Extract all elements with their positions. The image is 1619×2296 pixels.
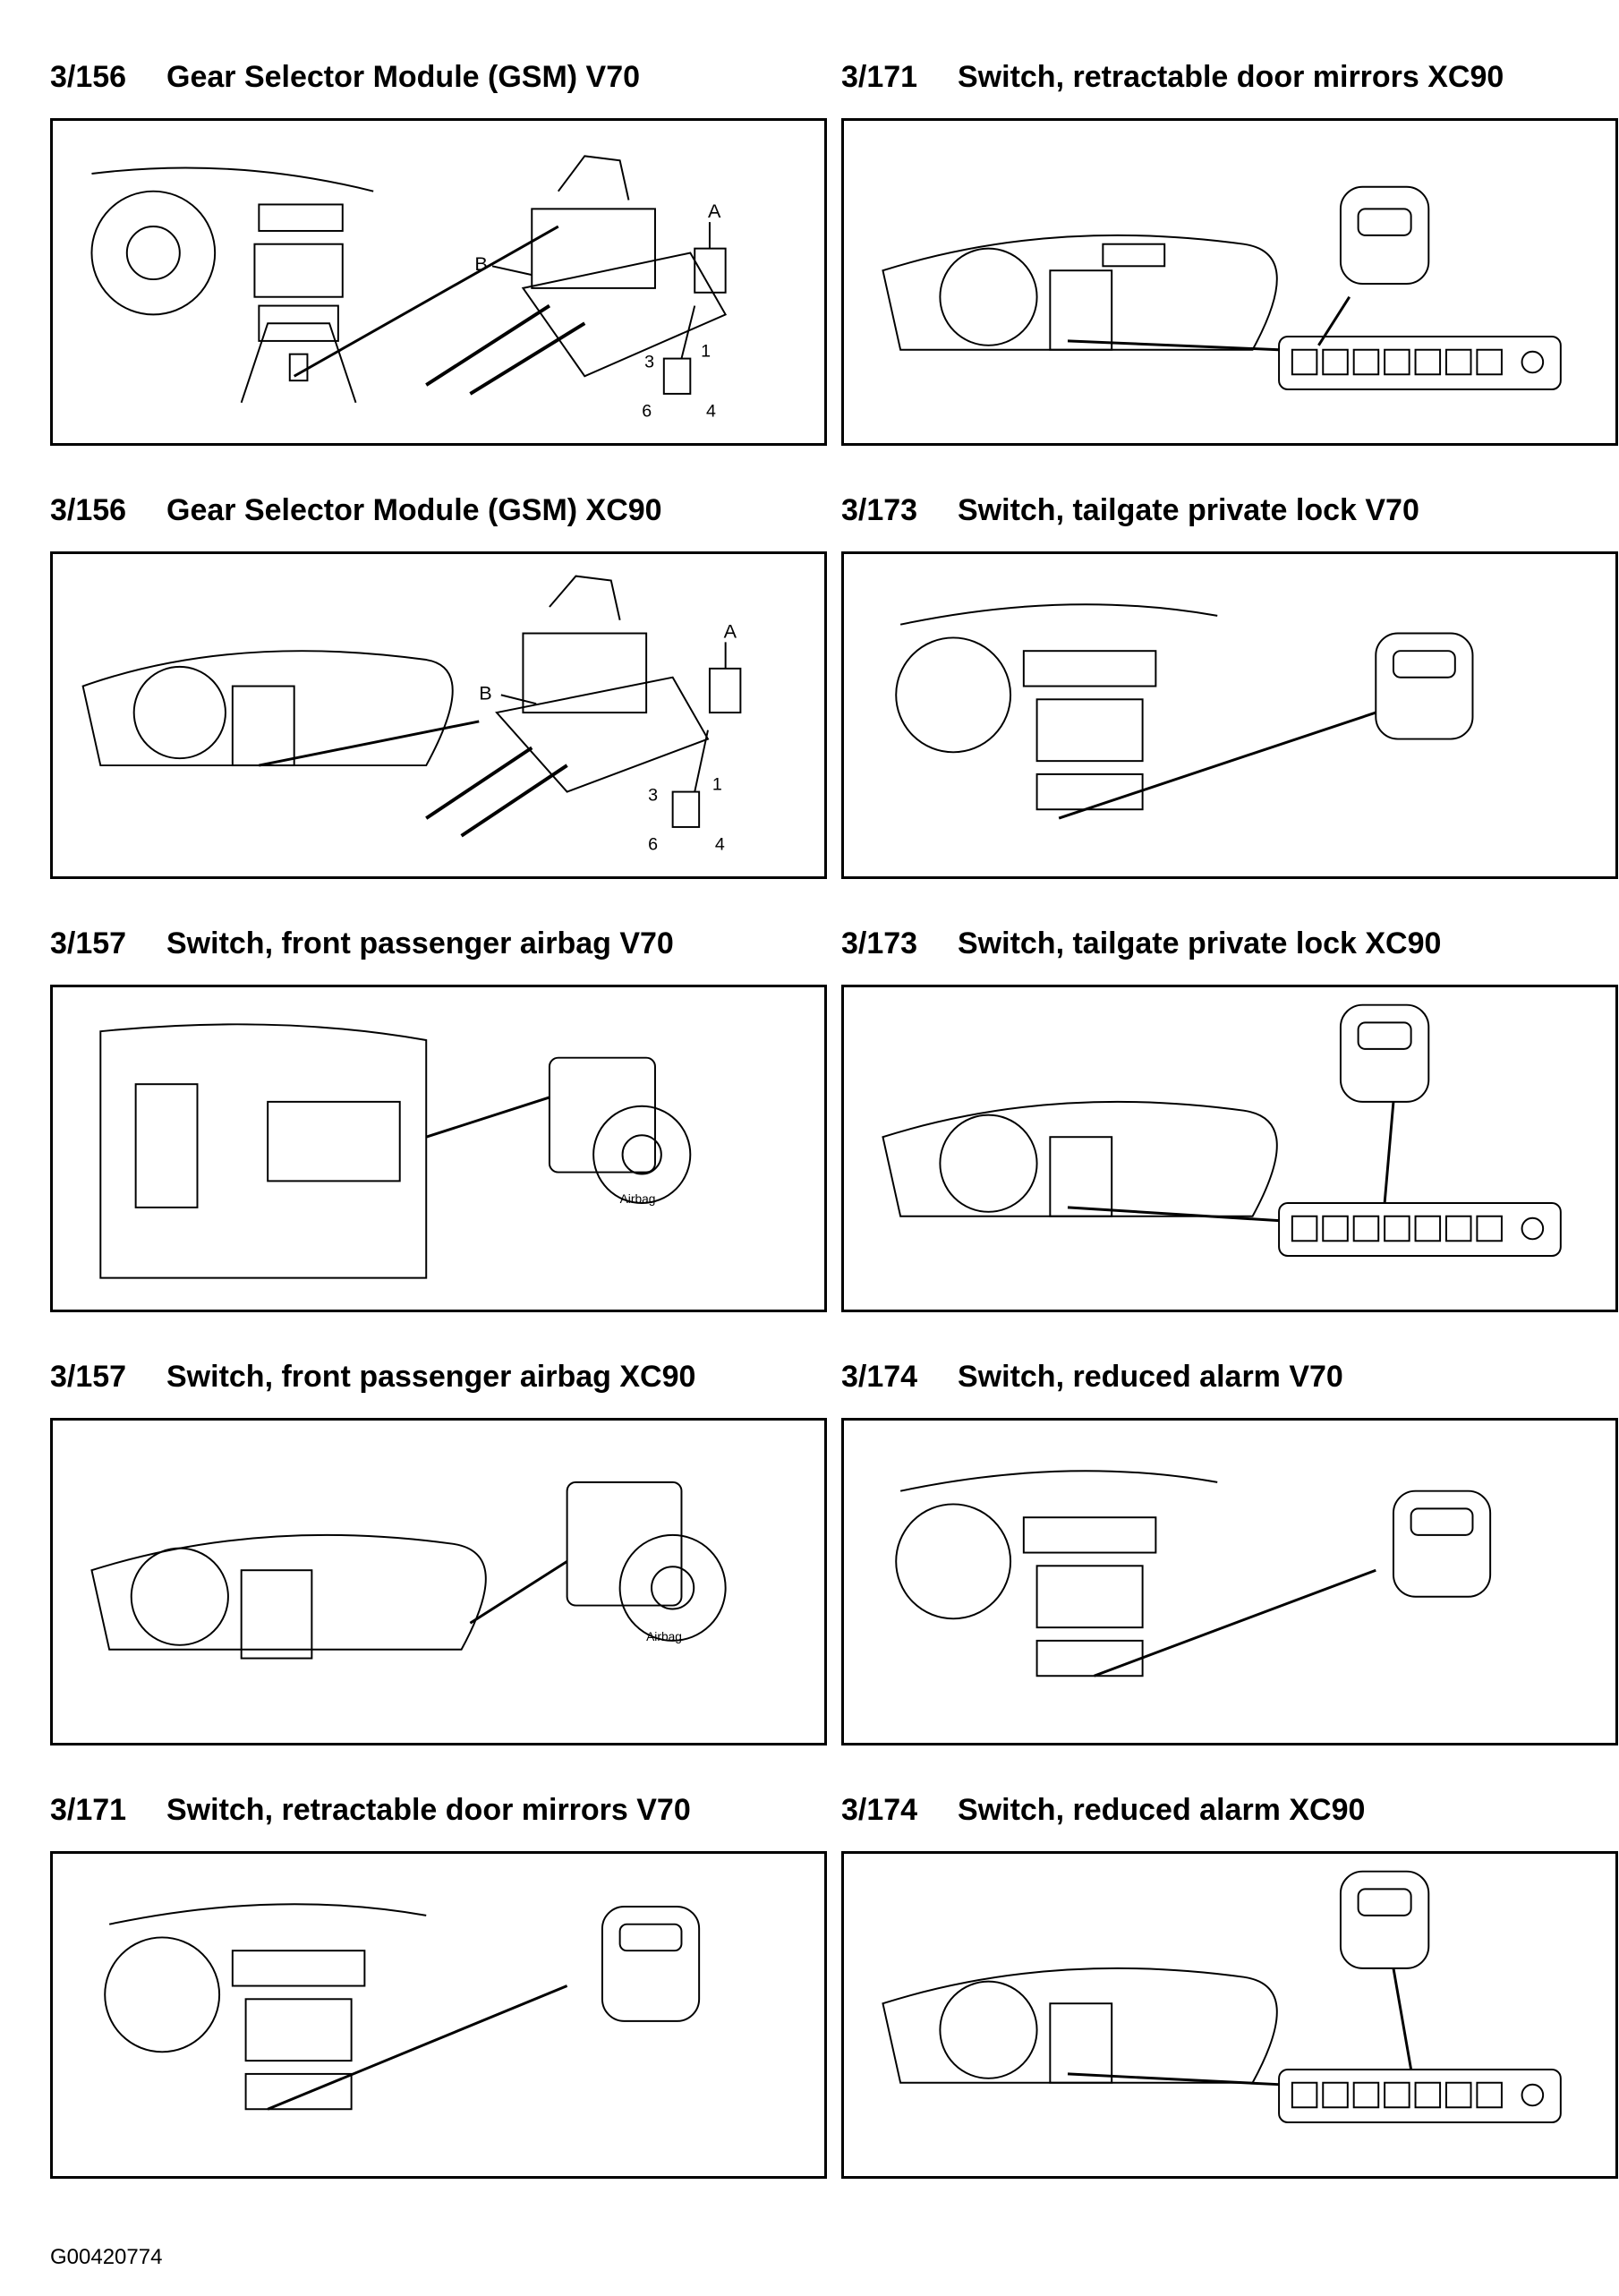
alarm-v70-illustration: [895, 1470, 1492, 1677]
panel-title: 3/156 Gear Selector Module (GSM) XC90: [50, 483, 829, 537]
panel-label: Switch, retractable door mirrors V70: [166, 1793, 691, 1827]
callout-b: B: [474, 252, 487, 275]
alarm-xc90-illustration: [882, 1870, 1562, 2123]
panel-mirrors-v70: 3/171 Switch, retractable door mirrors V7…: [50, 1783, 829, 2179]
pin-6: 6: [648, 834, 658, 854]
panel-label: Switch, retractable door mirrors XC90: [958, 60, 1504, 94]
diagram-frame: [841, 118, 1618, 446]
panel-title: 3/156 Gear Selector Module (GSM) V70: [50, 50, 829, 104]
switch-row: [1291, 348, 1545, 376]
diagram-frame: [841, 551, 1618, 879]
panel-airbag-xc90: 3/157 Switch, front passenger airbag XC90…: [50, 1350, 829, 1745]
pin-4: 4: [706, 401, 716, 421]
panel-number: 3/173: [841, 926, 918, 960]
panel-alarm-xc90: 3/174 Switch, reduced alarm XC90: [841, 1783, 1619, 2179]
diagram-frame: A B 1 3 4 6: [50, 551, 827, 879]
switch-row: [1291, 2081, 1545, 2109]
panel-number: 3/157: [50, 1360, 127, 1394]
panel-number: 3/174: [841, 1793, 918, 1827]
panel-alarm-v70: 3/174 Switch, reduced alarm V70: [841, 1350, 1619, 1745]
pin-1: 1: [712, 775, 722, 795]
tailgate-xc90-illustration: [882, 1003, 1562, 1257]
panel-number: 3/174: [841, 1360, 918, 1394]
pin-3: 3: [648, 785, 658, 805]
panel-number: 3/156: [50, 60, 127, 94]
panel-gsm-v70: 3/156 Gear Selector Module (GSM) V70: [50, 50, 829, 446]
panel-tailgate-xc90: 3/173 Switch, tailgate private lock XC90: [841, 917, 1619, 1312]
figure-code: G00420774: [50, 2245, 163, 2269]
panel-title: 3/157 Switch, front passenger airbag V70: [50, 917, 829, 970]
airbag-v70-illustration: Airbag: [99, 1023, 692, 1279]
diagram-frame: [841, 1851, 1618, 2179]
panel-label: Switch, tailgate private lock V70: [958, 493, 1419, 527]
switch-label: Airbag: [646, 1630, 682, 1643]
pin-3: 3: [644, 352, 654, 371]
switch-label: Airbag: [620, 1192, 656, 1206]
pin-6: 6: [642, 401, 652, 421]
diagram-frame: [841, 1418, 1618, 1745]
panel-tailgate-v70: 3/173 Switch, tailgate private lock V70: [841, 483, 1619, 879]
panel-label: Gear Selector Module (GSM) V70: [166, 60, 641, 94]
panel-title: 3/173 Switch, tailgate private lock V70: [841, 483, 1619, 537]
airbag-xc90-illustration: Airbag: [90, 1481, 727, 1660]
panel-gsm-xc90: 3/156 Gear Selector Module (GSM) XC90 A B…: [50, 483, 829, 879]
pin-1: 1: [701, 342, 711, 362]
panel-title: 3/157 Switch, front passenger airbag XC90: [50, 1350, 829, 1404]
diagram-frame: A B 1 3 4 6: [50, 118, 827, 446]
diagram-frame: [841, 985, 1618, 1312]
panel-label: Switch, reduced alarm XC90: [958, 1793, 1366, 1827]
pin-4: 4: [715, 834, 725, 854]
panel-number: 3/157: [50, 926, 127, 960]
mirrors-xc90-illustration: [882, 185, 1562, 390]
panel-title: 3/174 Switch, reduced alarm V70: [841, 1350, 1619, 1404]
gsm-xc90-illustration: A B 1 3 4 6: [81, 575, 742, 854]
panel-title: 3/171 Switch, retractable door mirrors V7…: [50, 1783, 829, 1837]
panel-label: Switch, reduced alarm V70: [958, 1360, 1343, 1394]
tailgate-v70-illustration: [895, 603, 1474, 820]
panel-number: 3/173: [841, 493, 918, 527]
panel-number: 3/171: [841, 60, 918, 94]
panel-title: 3/173 Switch, tailgate private lock XC90: [841, 917, 1619, 970]
diagram-frame: [50, 1851, 827, 2179]
callout-b: B: [479, 681, 491, 704]
panel-label: Gear Selector Module (GSM) XC90: [166, 493, 662, 527]
mirrors-v70-illustration: [104, 1903, 701, 2111]
callout-a: A: [708, 200, 721, 222]
panel-mirrors-xc90: 3/171 Switch, retractable door mirrors XC…: [841, 50, 1619, 446]
panel-label: Switch, tailgate private lock XC90: [958, 926, 1442, 960]
diagram-frame: Airbag: [50, 1418, 827, 1745]
panel-label: Switch, front passenger airbag XC90: [166, 1360, 696, 1394]
panel-number: 3/156: [50, 493, 127, 527]
callout-a: A: [724, 619, 737, 642]
switch-row: [1291, 1215, 1545, 1242]
panel-label: Switch, front passenger airbag V70: [166, 926, 674, 960]
gsm-v70-illustration: A B 1 3 4 6: [90, 155, 728, 421]
panel-title: 3/174 Switch, reduced alarm XC90: [841, 1783, 1619, 1837]
diagram-frame: Airbag: [50, 985, 827, 1312]
panel-title: 3/171 Switch, retractable door mirrors XC…: [841, 50, 1619, 104]
panel-number: 3/171: [50, 1793, 127, 1827]
